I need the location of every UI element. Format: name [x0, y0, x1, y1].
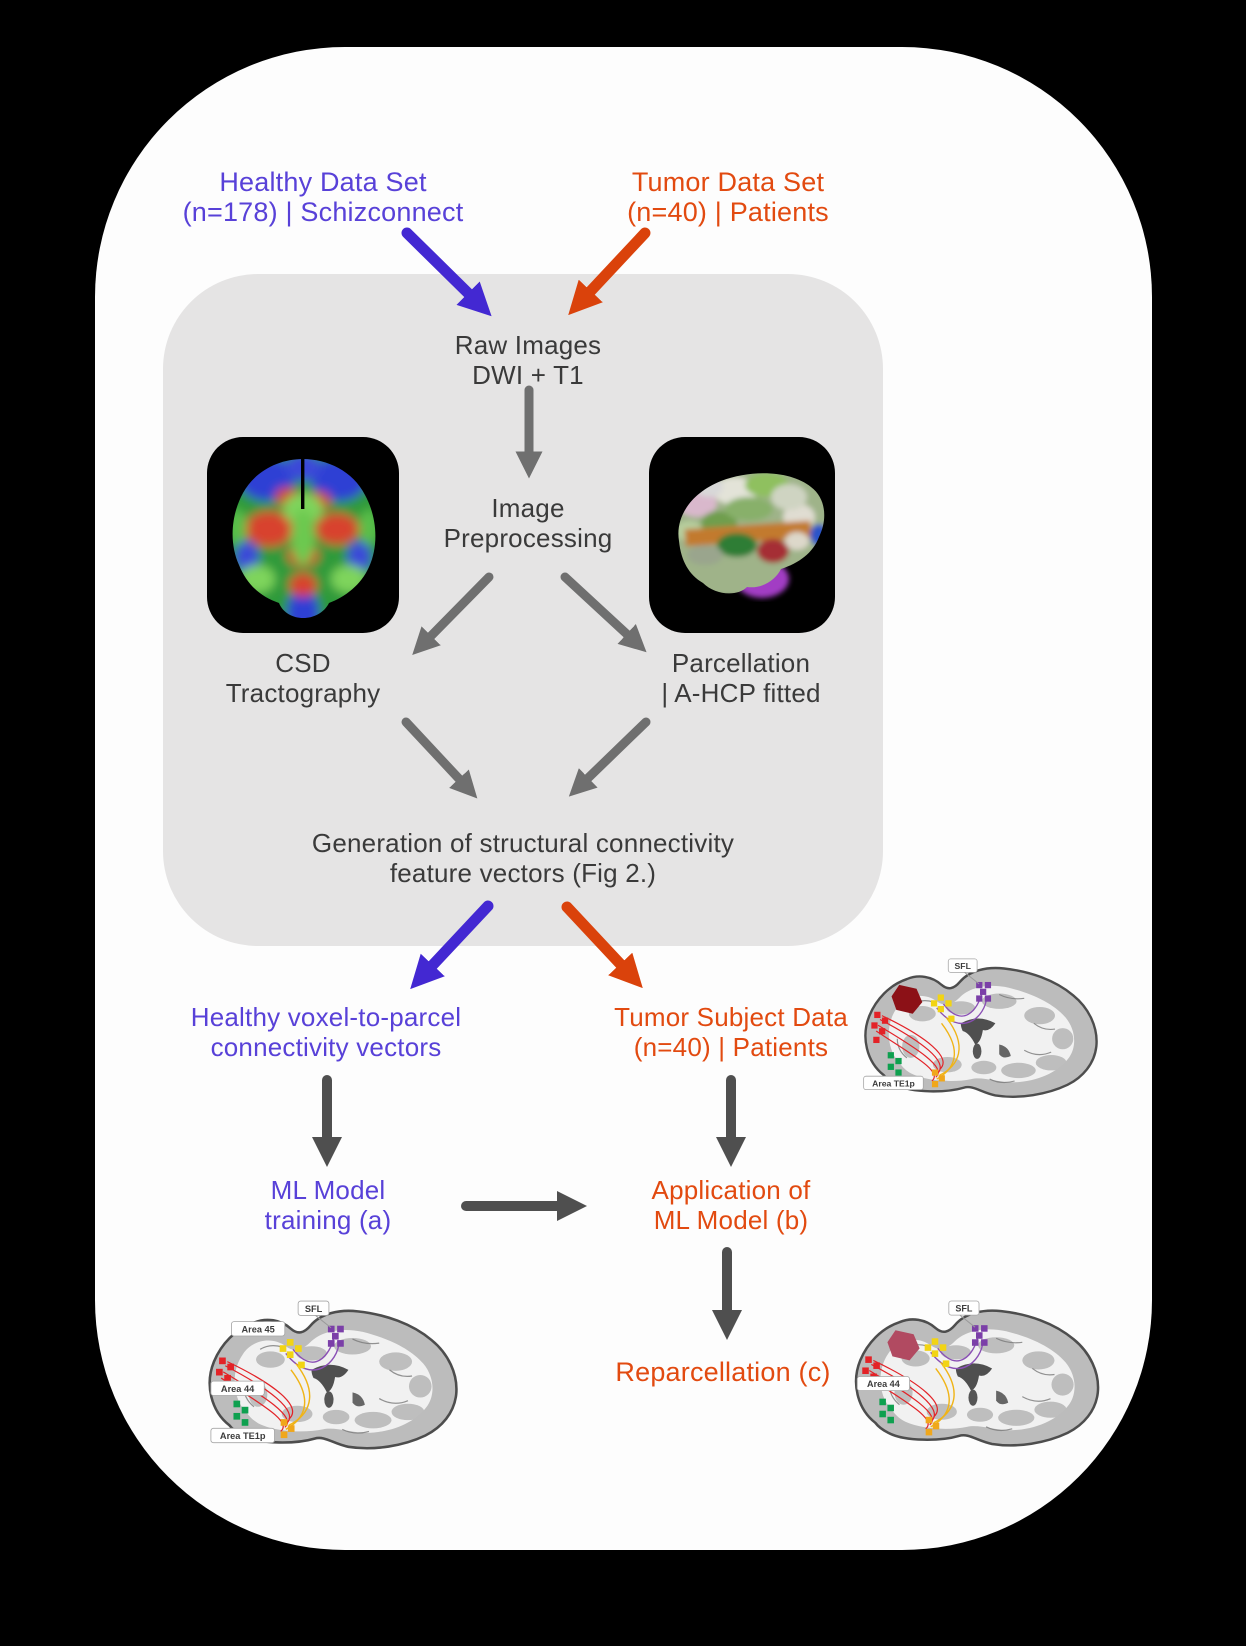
tumor-subject-label: Tumor Subject Data (n=40) | Patients — [614, 1002, 848, 1062]
tumor-dataset-line1: Tumor Data Set — [631, 167, 825, 197]
ml-application-line2: ML Model (b) — [653, 1205, 809, 1235]
preprocessing-line1: Image — [491, 493, 565, 523]
healthy-vectors-line2: connectivity vectors — [210, 1032, 442, 1062]
tumor-brain-slice-top: SFL Area TE1p — [863, 958, 1098, 1098]
tumor-brain-slice-bottom: SFL Area 44 — [854, 1300, 1100, 1447]
csd-line1: CSD — [275, 648, 331, 678]
tractography-art — [232, 457, 376, 618]
svg-text:Area TE1p: Area TE1p — [872, 1078, 915, 1088]
ml-training-line1: ML Model — [270, 1175, 386, 1205]
tumor-dataset-label: Tumor Data Set (n=40) | Patients — [627, 167, 829, 227]
sfl-label: SFL — [947, 958, 978, 973]
svg-text:Area 44: Area 44 — [867, 1379, 900, 1389]
healthy-dataset-line2: (n=178) | Schizconnect — [182, 197, 464, 227]
preprocessing-label: Image Preprocessing — [444, 493, 613, 553]
ml-training-line2: training (a) — [264, 1205, 392, 1235]
ml-application-line1: Application of — [651, 1175, 811, 1205]
raw-images-line1: Raw Images — [454, 330, 602, 360]
raw-images-line2: DWI + T1 — [472, 360, 584, 390]
svg-text:SFL: SFL — [955, 1304, 973, 1314]
tractography-image — [207, 437, 399, 633]
parcellation-art — [678, 473, 825, 598]
csd-tractography-label: CSD Tractography — [226, 648, 381, 708]
tumor-subject-line1: Tumor Subject Data — [614, 1002, 848, 1032]
tumor-dataset-line2: (n=40) | Patients — [627, 197, 829, 227]
healthy-brain-slice: SFL Area 45 Area 44 Area TE1p — [208, 1300, 458, 1450]
reparcellation-text: Reparcellation (c) — [615, 1357, 831, 1387]
svg-text:Area 44: Area 44 — [221, 1384, 255, 1394]
tumor-subject-line2: (n=40) | Patients — [633, 1032, 829, 1062]
preprocessing-line2: Preprocessing — [443, 523, 613, 553]
tumor-region-dark — [891, 984, 923, 1014]
svg-text:SFL: SFL — [955, 961, 972, 971]
parcellation-label: Parcellation | A-HCP fitted — [661, 648, 820, 708]
ml-application-label: Application of ML Model (b) — [652, 1175, 811, 1235]
generation-line2: feature vectors (Fig 2.) — [389, 858, 657, 888]
parcellation-line2: | A-HCP fitted — [661, 678, 821, 708]
ml-training-label: ML Model training (a) — [265, 1175, 392, 1235]
svg-text:Area TE1p: Area TE1p — [220, 1431, 266, 1441]
svg-text:Area 45: Area 45 — [241, 1324, 274, 1334]
healthy-vectors-label: Healthy voxel-to-parcel connectivity vec… — [191, 1002, 462, 1062]
area-44-label: Area 44 — [210, 1380, 265, 1396]
healthy-vectors-line1: Healthy voxel-to-parcel — [190, 1002, 462, 1032]
healthy-dataset-label: Healthy Data Set (n=178) | Schizconnect — [183, 167, 464, 227]
parcellation-line1: Parcellation — [671, 648, 811, 678]
reparcellation-label: Reparcellation (c) — [615, 1357, 830, 1387]
sfl-label: SFL — [948, 1300, 980, 1316]
generation-line1: Generation of structural connectivity — [311, 828, 735, 858]
area-te1p-label: Area TE1p — [863, 1075, 924, 1091]
area-te1p-label: Area TE1p — [210, 1427, 275, 1444]
area-44-label: Area 44 — [856, 1376, 910, 1392]
raw-images-label: Raw Images DWI + T1 — [455, 330, 602, 390]
parcellation-image — [649, 437, 835, 633]
healthy-dataset-line1: Healthy Data Set — [219, 167, 427, 197]
generation-label: Generation of structural connectivity fe… — [312, 828, 734, 888]
tumor-region-light — [887, 1330, 920, 1361]
csd-line2: Tractography — [225, 678, 381, 708]
svg-text:SFL: SFL — [305, 1304, 323, 1314]
area-45-label: Area 45 — [231, 1321, 286, 1337]
sfl-label: SFL — [297, 1300, 330, 1316]
